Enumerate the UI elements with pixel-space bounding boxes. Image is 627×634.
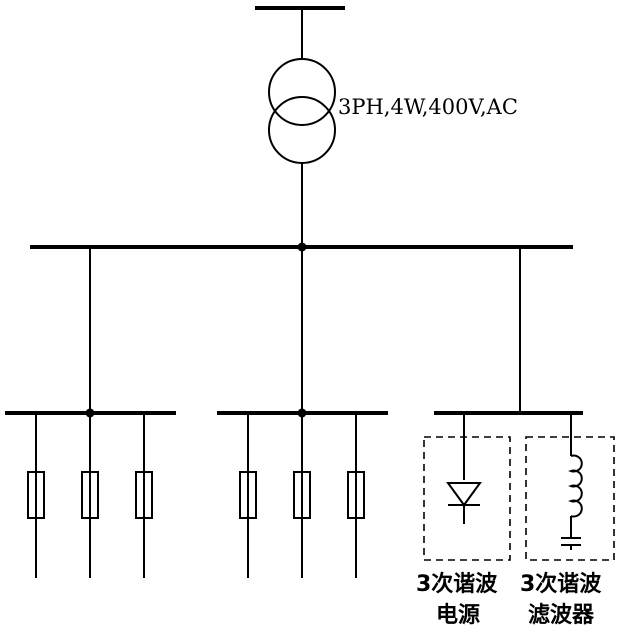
harmonic-filter-label-line1: 3次谐波 [520, 571, 602, 597]
harmonic-source-label-line1: 3次谐波 [416, 571, 498, 597]
harmonic-source-label-line2: 电源 [436, 603, 480, 628]
load-group-left [27, 413, 153, 578]
load-fuse [81, 471, 99, 519]
load-fuse [347, 471, 365, 519]
load-group-middle [239, 413, 365, 578]
inductor-icon [568, 454, 583, 518]
harmonic-source [423, 413, 511, 561]
load-fuse [239, 471, 257, 519]
load-fuse [27, 471, 45, 519]
load-fuse [135, 471, 153, 519]
harmonic-filter-label-line2: 滤波器 [528, 603, 595, 628]
transformer-primary-winding [268, 58, 336, 126]
harmonic-filter [525, 413, 615, 561]
transformer-secondary-winding [268, 96, 336, 164]
harmonic-filter-box [525, 436, 615, 561]
load-fuse [293, 471, 311, 519]
transformer [268, 58, 336, 164]
transformer-label: 3PH,4W,400V,AC [338, 95, 518, 119]
harmonic-source-box [423, 436, 511, 561]
diode-icon [446, 482, 482, 507]
